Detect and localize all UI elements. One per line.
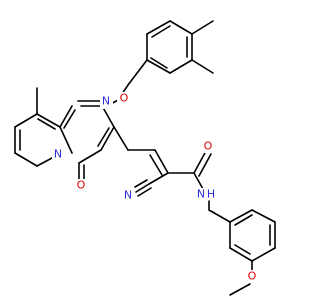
- methoxyphenyl-ring: [208, 209, 276, 296]
- label-backdrop: [121, 189, 134, 202]
- keto-oxygen-label: O: [77, 179, 86, 192]
- ether-oxygen-label: O: [120, 92, 129, 105]
- amide-nitrogen-label: N: [197, 188, 205, 201]
- methyl-bond: [229, 283, 251, 296]
- molecule-structure-diagram: O N N O N O N H O: [14, 20, 276, 296]
- bond: [36, 113, 61, 128]
- bond: [169, 20, 193, 35]
- bond: [146, 20, 171, 35]
- label-backdrop: [202, 140, 215, 153]
- bond: [251, 209, 276, 223]
- methyl-bond: [191, 59, 214, 74]
- bond: [208, 209, 231, 223]
- bond: [14, 152, 38, 167]
- bond: [146, 59, 171, 74]
- bond: [193, 150, 207, 174]
- label-backdrop: [245, 270, 258, 283]
- bond: [100, 126, 115, 151]
- bond: [229, 209, 253, 223]
- label-backdrop: [52, 148, 65, 161]
- bond: [193, 172, 204, 190]
- bridgehead-nitrogen-label: N: [54, 148, 62, 161]
- dimethylphenyl-ring: [146, 20, 214, 74]
- amide-oxygen-label: O: [204, 140, 213, 153]
- bond: [234, 214, 253, 226]
- label-backdrop: [117, 92, 130, 105]
- bond: [234, 244, 251, 255]
- bond: [135, 183, 150, 193]
- bond: [251, 247, 276, 262]
- bond: [63, 109, 76, 129]
- bond: [97, 127, 110, 147]
- bond: [134, 179, 148, 188]
- bond: [36, 157, 53, 167]
- bond: [229, 247, 253, 262]
- atom-label-group: O N N O N O N H O: [52, 92, 258, 283]
- bond: [59, 126, 73, 154]
- molecule-canvas: O N N O N O N H O: [14, 20, 276, 296]
- pyrimidine-nitrogen-label: N: [102, 95, 110, 108]
- label-backdrop: [196, 188, 218, 210]
- bond: [154, 149, 169, 174]
- label-backdrop: [75, 179, 88, 192]
- bond: [113, 126, 129, 151]
- bond: [151, 25, 171, 38]
- bond: [148, 172, 169, 185]
- pyridine-ring: [14, 87, 61, 167]
- bond: [14, 113, 38, 128]
- pyrimidinone-ring: [59, 100, 115, 164]
- bond: [37, 118, 56, 130]
- methyl-bond: [191, 20, 214, 35]
- amide-hydrogen-label: H: [207, 188, 215, 201]
- bond: [137, 187, 152, 197]
- bond: [198, 153, 212, 177]
- label-backdrop: [100, 96, 113, 109]
- nitrile-nitrogen-label: N: [124, 189, 132, 202]
- bond: [169, 59, 193, 74]
- bond: [127, 59, 148, 86]
- bond: [78, 149, 102, 164]
- bond: [150, 57, 168, 69]
- bond: [59, 105, 73, 128]
- methoxy-oxygen-label: O: [248, 270, 257, 283]
- bond: [149, 154, 163, 176]
